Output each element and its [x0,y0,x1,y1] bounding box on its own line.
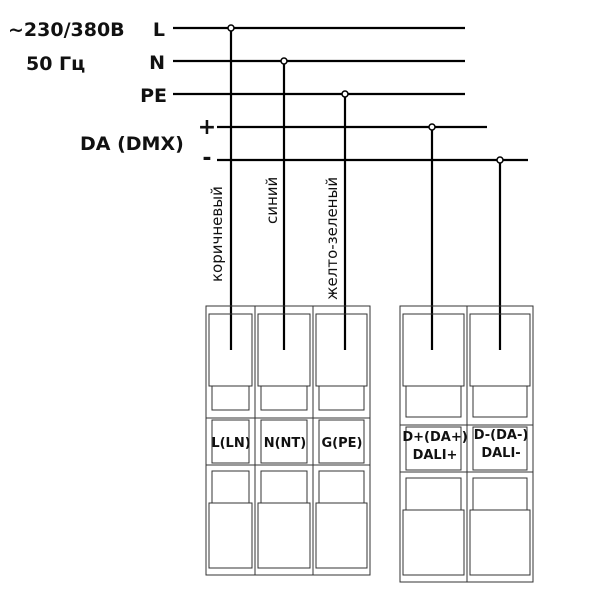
bus-label-n: N [149,52,165,74]
terminal-label-dali-minus-2: DALI- [481,446,520,461]
supply-voltage-label: ~230/380В [8,19,125,41]
bus-label-l: L [153,19,165,41]
junction-dot-pe [341,90,349,98]
wire-color-blue: синий [263,177,281,224]
junction-dot-l [227,24,235,32]
supply-frequency-label: 50 Гц [26,53,85,75]
wire-color-yellow-green: желто-зеленый [323,177,341,300]
terminal-block-power [205,305,371,576]
bus-label-pe: PE [140,85,167,107]
terminal-label-dali-plus-2: DALI+ [413,448,458,463]
terminal-block-dali [399,305,534,583]
terminal-label-dali-plus-1: D+(DA+) [402,430,467,445]
junction-dot-minus [496,156,504,164]
junction-dot-n [280,57,288,65]
terminal-label-dali-minus-1: D-(DA-) [474,428,529,443]
junction-dot-plus [428,123,436,131]
terminal-label-l: L(LN) [211,436,250,451]
signal-label: DA (DMX) [80,133,184,155]
bus-label-plus: + [198,115,216,140]
terminal-label-n: N(NT) [264,436,307,451]
terminal-label-pe: G(PE) [322,436,363,451]
bus-label-minus: - [202,146,211,171]
wire-color-brown: коричневый [208,186,226,282]
